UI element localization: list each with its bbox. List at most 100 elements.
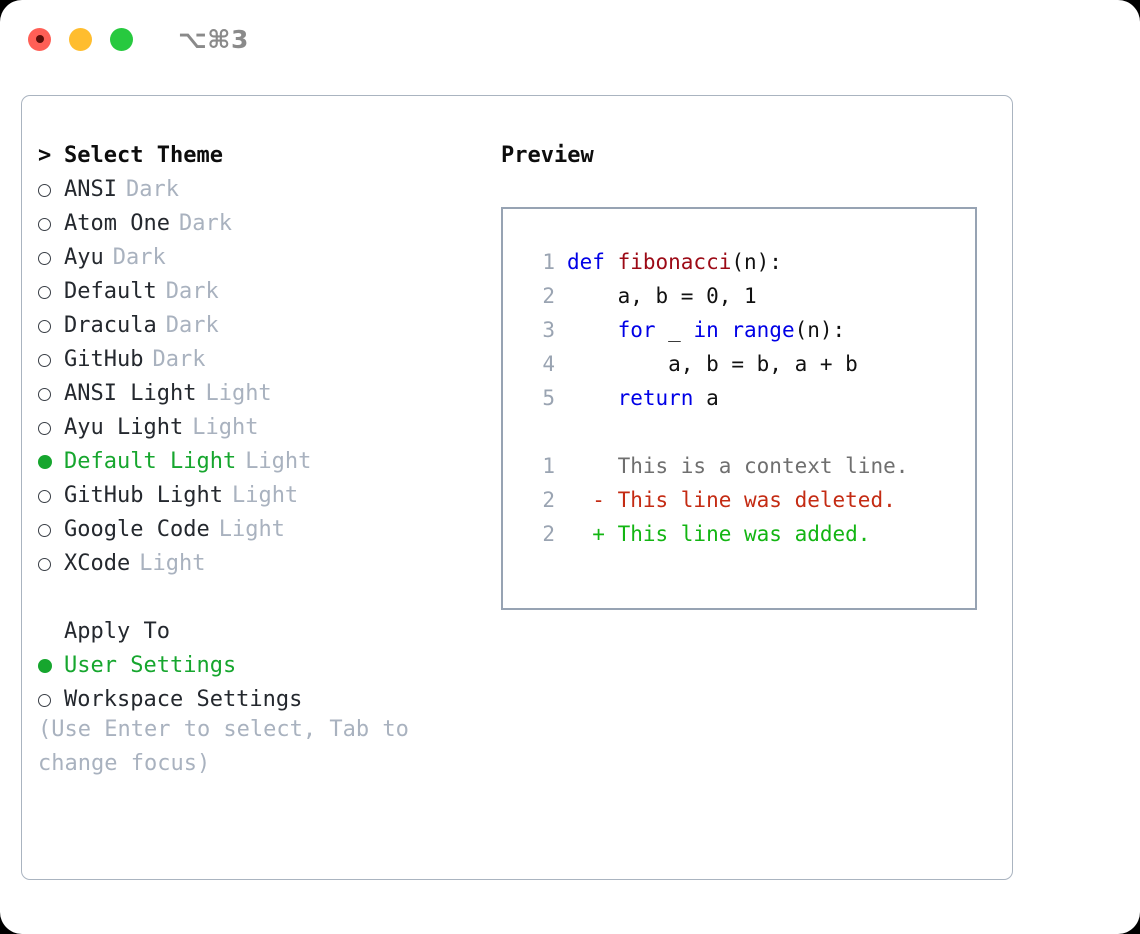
theme-option-label: Atom One (64, 211, 170, 236)
radio-dot (38, 319, 51, 333)
radio-unselected-icon (38, 275, 64, 309)
radio-unselected-icon (38, 547, 64, 581)
theme-option-tag: Light (139, 551, 206, 576)
prompt-caret-icon: > (38, 143, 52, 168)
diff-line-text: This is a context line. (617, 454, 909, 478)
code-line-number: 1 (542, 250, 555, 274)
theme-option-ansi[interactable]: ANSI Dark (38, 173, 478, 207)
radio-dot (38, 251, 51, 265)
theme-option-tag: Light (192, 415, 259, 440)
diff-marker: + (567, 522, 618, 546)
diff-line: 1 This is a context line. (503, 449, 975, 483)
theme-option-label: Dracula (64, 313, 157, 338)
code-token (567, 318, 618, 342)
theme-option-label: GitHub (64, 347, 144, 372)
theme-option-tag: Light (231, 483, 299, 508)
radio-dot (38, 217, 51, 231)
minimize-button[interactable] (69, 27, 92, 51)
radio-dot (38, 523, 51, 537)
theme-option-tag: Light (245, 449, 312, 474)
code-token: a (693, 386, 719, 410)
close-core-icon (35, 35, 44, 43)
radio-unselected-icon (38, 377, 64, 411)
apply-to-option-user-settings[interactable]: User Settings (38, 649, 478, 683)
theme-option-label: Default Light (64, 449, 237, 474)
list-spacer (38, 581, 478, 615)
radio-dot (38, 387, 51, 401)
radio-dot (38, 353, 51, 367)
theme-option-tag: Dark (125, 177, 179, 202)
radio-unselected-icon (38, 411, 64, 445)
diff-line: 2 + This line was added. (503, 517, 975, 551)
code-line-content: return a (567, 381, 719, 415)
code-line: 5 return a (503, 381, 975, 415)
apply-to-heading: Apply To (38, 615, 478, 649)
radio-dot (38, 285, 51, 299)
code-token: a, b = b, a + b (567, 352, 858, 376)
radio-dot (38, 455, 52, 469)
theme-option-tag: Dark (152, 347, 206, 372)
diff-line-text: This line was added. (617, 522, 871, 546)
code-line: 1 def fibonacci(n): (503, 245, 975, 279)
theme-option-tag: Light (218, 517, 285, 542)
theme-option-label: GitHub Light (64, 483, 223, 508)
close-button[interactable] (28, 27, 51, 51)
theme-option-label: Default (64, 279, 157, 304)
window-title: ⌥⌘3 (178, 24, 249, 54)
theme-option-label: Ayu (64, 245, 104, 270)
diff-marker (567, 449, 618, 483)
code-token: (n): (731, 250, 782, 274)
window-controls (28, 27, 133, 51)
theme-option-default[interactable]: Default Dark (38, 275, 478, 309)
select-theme-label: Select Theme (64, 143, 223, 168)
radio-dot (38, 489, 51, 503)
theme-option-label: Ayu Light (64, 415, 184, 440)
radio-dot (38, 557, 51, 571)
diff-line-number: 2 (542, 522, 555, 546)
code-line: 2 a, b = 0, 1 (503, 279, 975, 313)
zoom-button[interactable] (110, 27, 133, 51)
radio-dot (38, 659, 52, 673)
diff-line: 2 - This line was deleted. (503, 483, 975, 517)
theme-option-google-code[interactable]: Google Code Light (38, 513, 478, 547)
radio-unselected-icon (38, 683, 64, 717)
preview-gap (503, 415, 975, 449)
code-token: fibonacci (617, 250, 732, 274)
code-token: for (617, 318, 656, 342)
code-line-content: a, b = 0, 1 (567, 279, 757, 313)
theme-option-label: ANSI (64, 177, 117, 202)
theme-option-github[interactable]: GitHub Dark (38, 343, 478, 377)
radio-unselected-icon (38, 479, 64, 513)
radio-dot (38, 421, 51, 435)
diff-line-text: This line was deleted. (617, 488, 896, 512)
code-token: return (617, 386, 694, 410)
theme-option-label: ANSI Light (64, 381, 197, 406)
code-line-number: 2 (542, 284, 555, 308)
code-line-number: 5 (542, 386, 555, 410)
apply-to-option-label: User Settings (64, 653, 237, 678)
code-token: (n): (794, 318, 846, 342)
apply-to-option-workspace-settings[interactable]: Workspace Settings (38, 683, 478, 717)
theme-option-ayu-light[interactable]: Ayu Light Light (38, 411, 478, 445)
theme-option-label: Google Code (64, 517, 210, 542)
code-token: def (567, 250, 618, 274)
theme-option-github-light[interactable]: GitHub Light Light (38, 479, 478, 513)
radio-unselected-icon (38, 513, 64, 547)
code-token (567, 386, 618, 410)
radio-selected-icon (38, 649, 64, 683)
theme-option-tag: Dark (165, 279, 219, 304)
title-bar: ⌥⌘3 (0, 0, 1140, 78)
theme-option-default-light[interactable]: Default Light Light (38, 445, 478, 479)
diff-line-number: 2 (542, 488, 555, 512)
